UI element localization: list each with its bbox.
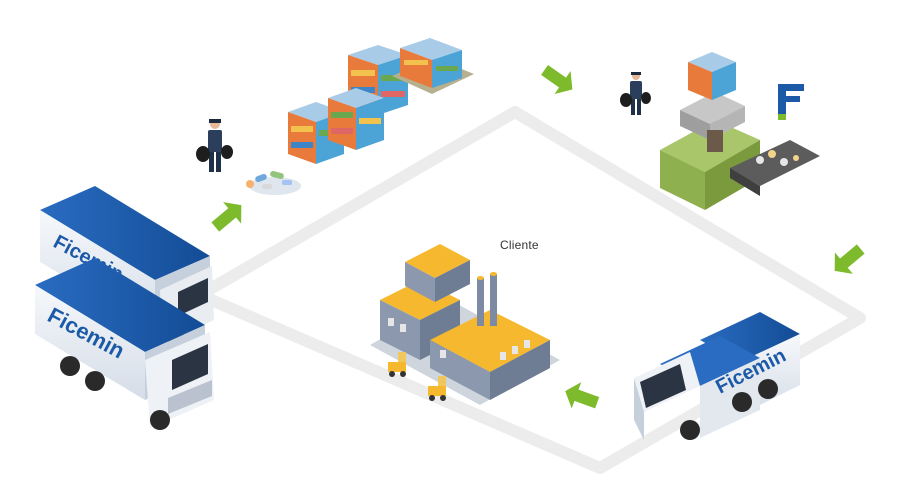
circuit-path bbox=[194, 106, 866, 474]
factory-icon bbox=[370, 244, 560, 405]
machine-worker-icon bbox=[620, 72, 651, 115]
flow-arrow-3 bbox=[834, 244, 865, 274]
pallet-stack-icon bbox=[288, 38, 474, 164]
forklift-icon-1 bbox=[388, 352, 406, 377]
client-label: Cliente bbox=[500, 238, 539, 252]
flow-arrow-2 bbox=[541, 65, 573, 95]
shredder-machine-icon bbox=[660, 52, 820, 210]
ficemin-logo-icon bbox=[778, 84, 804, 120]
flow-arrow-1 bbox=[211, 202, 242, 232]
worker-with-bags-icon bbox=[196, 119, 233, 172]
flow-arrow-4 bbox=[565, 382, 600, 409]
truck-icon-right: Ficemin bbox=[634, 312, 800, 440]
forklift-icon-2 bbox=[428, 376, 446, 401]
scattered-waste-icon bbox=[246, 170, 301, 195]
